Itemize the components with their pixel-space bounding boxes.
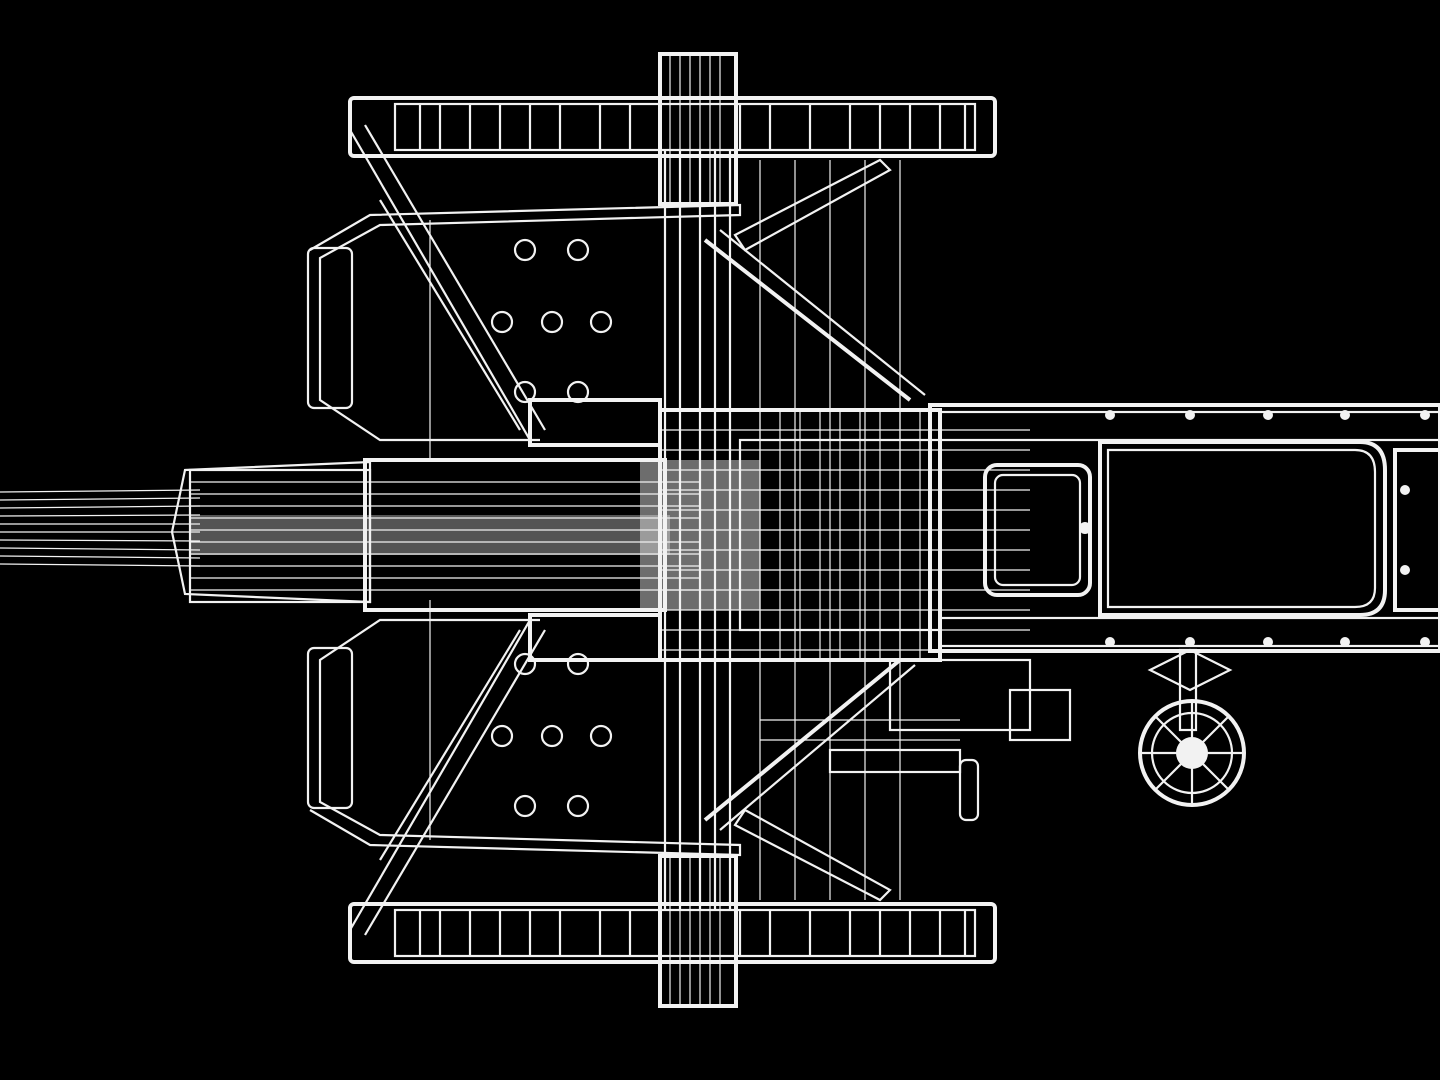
- wheel-top: [348, 52, 997, 206]
- trail-frame: [928, 403, 1440, 653]
- shield-plate-bottom: [306, 600, 742, 936]
- recoil-cradle: [170, 458, 700, 612]
- handwheel: [1138, 648, 1246, 807]
- shield-plate-top: [306, 124, 742, 460]
- trail-braces: [703, 158, 926, 902]
- gun-barrel: [0, 489, 201, 567]
- traverse-mechanism: [760, 658, 1072, 822]
